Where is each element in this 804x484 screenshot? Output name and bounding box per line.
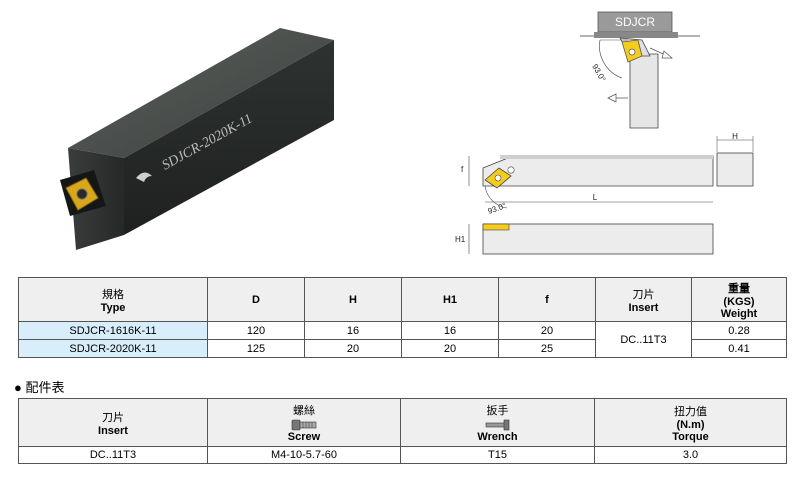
weight-cell: 0.28 (691, 321, 787, 340)
table-row: DC..11T3 M4-10-5.7-60 T15 3.0 (18, 446, 787, 464)
h1-cell: 20 (401, 339, 499, 358)
header-weight: 重量 (KGS) Weight (691, 277, 787, 322)
parts-header-row: 刀片 Insert 螺絲 Screw 扳手 Wrench 扭力值 (18, 398, 787, 447)
spec-header-row: 規格 Type D H H1 f 刀片 Insert 重量 (KGS) Weig… (18, 277, 787, 322)
parts-wrench-cell: T15 (400, 446, 595, 464)
header-d: D (207, 277, 305, 322)
table-row: SDJCR-1616K-11 120 16 16 20 DC..11T3 0.2… (18, 321, 787, 358)
parts-header-screw: 螺絲 Screw (207, 398, 401, 447)
parts-title: ● 配件表 (14, 377, 65, 396)
parts-torque-cell: 3.0 (594, 446, 787, 464)
side-dim-l: L (593, 193, 598, 202)
header-insert-zh: 刀片 (632, 288, 655, 301)
header-insert-en: Insert (628, 301, 659, 314)
parts-torque-zh: 扭力值 (674, 405, 707, 418)
spec-table: 規格 Type D H H1 f 刀片 Insert 重量 (KGS) Weig… (18, 277, 787, 358)
type-cell: SDJCR-2020K-11 (18, 339, 208, 358)
parts-header-torque: 扭力值 (N.m) Torque (594, 398, 787, 447)
f-cell: 20 (498, 321, 596, 340)
side-view-diagram: f L 93.0° H H1 (455, 132, 754, 255)
parts-screw-zh: 螺絲 (293, 405, 315, 417)
header-type-en: Type (100, 301, 126, 314)
header-insert: 刀片 Insert (595, 277, 692, 322)
parts-torque-unit: (N.m) (676, 418, 705, 431)
parts-wrench-en: Wrench (477, 431, 518, 443)
parts-title-text: 配件表 (25, 380, 65, 395)
header-h1: H1 (401, 277, 499, 322)
top-view-label: SDJCR (615, 15, 655, 29)
header-weight-en: Weight (720, 307, 758, 320)
parts-header-wrench: 扳手 Wrench (400, 398, 595, 447)
table-row: SDJCR-2020K-11 125 20 20 25 0.41 (18, 339, 787, 358)
insert-cell: DC..11T3 (595, 321, 692, 358)
wrench-icon (485, 419, 509, 431)
f-cell: 25 (498, 339, 596, 358)
side-dim-h: H (732, 132, 738, 141)
parts-screw-en: Screw (287, 431, 321, 443)
header-h: H (304, 277, 402, 322)
header-weight-unit: (KGS) (723, 295, 755, 308)
header-f: f (498, 277, 596, 322)
h-cell: 16 (304, 321, 402, 340)
top-view-angle: 93.0° (590, 63, 607, 84)
parts-header-insert: 刀片 Insert (18, 398, 208, 447)
side-view-angle: 93.0° (487, 201, 508, 216)
parts-table: 刀片 Insert 螺絲 Screw 扳手 Wrench 扭力值 (18, 398, 787, 464)
bullet-icon: ● (14, 380, 22, 395)
tool-holder-photo: SDJCR-2020K-11 (60, 28, 334, 250)
parts-torque-en: Torque (672, 430, 709, 443)
d-cell: 120 (207, 321, 305, 340)
side-dim-h1: H1 (455, 235, 466, 244)
h-cell: 20 (304, 339, 402, 358)
parts-insert-zh: 刀片 (102, 411, 124, 424)
weight-cell: 0.41 (691, 339, 787, 358)
parts-screw-cell: M4-10-5.7-60 (207, 446, 401, 464)
parts-insert-cell: DC..11T3 (18, 446, 208, 464)
d-cell: 125 (207, 339, 305, 358)
parts-insert-en: Insert (98, 424, 128, 437)
side-dim-f: f (461, 165, 464, 174)
top-view-diagram: SDJCR 93.0° (580, 11, 700, 129)
parts-wrench-zh: 扳手 (486, 405, 509, 417)
type-cell: SDJCR-1616K-11 (18, 321, 208, 340)
screw-icon (291, 419, 317, 431)
header-weight-zh: 重量 (728, 282, 750, 295)
header-type-zh: 規格 (102, 288, 124, 301)
h1-cell: 16 (401, 321, 499, 340)
header-type: 規格 Type (18, 277, 208, 322)
